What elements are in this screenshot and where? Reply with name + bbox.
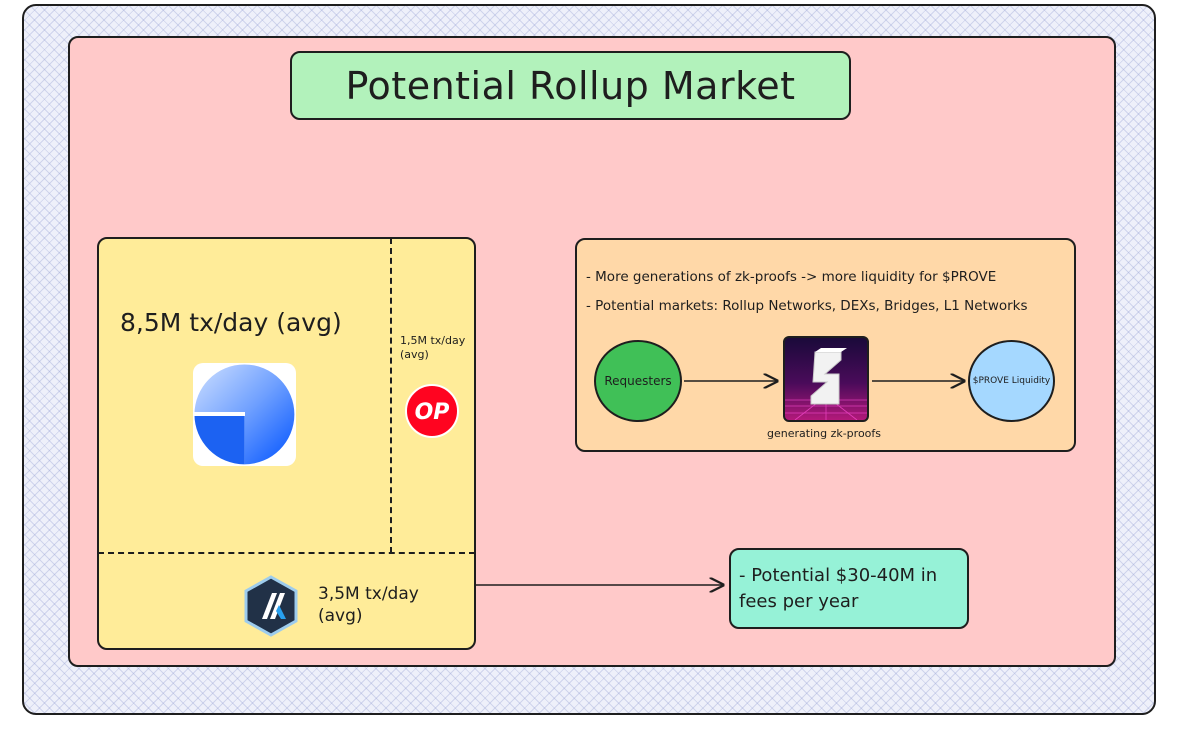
fees-box <box>729 548 969 629</box>
requesters-label: Requesters <box>604 374 672 388</box>
prove-liquidity-node: $PROVE Liquidity <box>968 340 1055 422</box>
horizontal-divider <box>98 552 475 554</box>
diagram-title: Potential Rollup Market <box>345 63 796 108</box>
optimism-logo-text: OP <box>415 400 450 425</box>
arbitrum-logo-icon <box>240 575 302 637</box>
prove-liquidity-label: $PROVE Liquidity <box>972 376 1051 386</box>
generating-proofs-caption: generating zk-proofs <box>767 427 882 440</box>
vertical-divider <box>390 238 392 553</box>
arbitrum-tx-label: 3,5M tx/day (avg) <box>318 584 419 626</box>
optimism-tx-label: 1,5M tx/day (avg) <box>400 334 466 361</box>
requesters-node: Requesters <box>594 340 682 422</box>
fees-label: - Potential $30-40M in fees per year <box>739 565 938 612</box>
optimism-logo-icon: OP <box>405 384 459 438</box>
succinct-logo-icon <box>783 336 869 422</box>
title-box: Potential Rollup Market <box>290 51 851 120</box>
base-tx-label: 8,5M tx/day (avg) <box>120 308 342 337</box>
base-logo-icon <box>193 363 296 466</box>
info-bullet-markets: - Potential markets: Rollup Networks, DE… <box>586 298 1028 314</box>
info-bullet-liquidity: - More generations of zk-proofs -> more … <box>586 269 997 285</box>
